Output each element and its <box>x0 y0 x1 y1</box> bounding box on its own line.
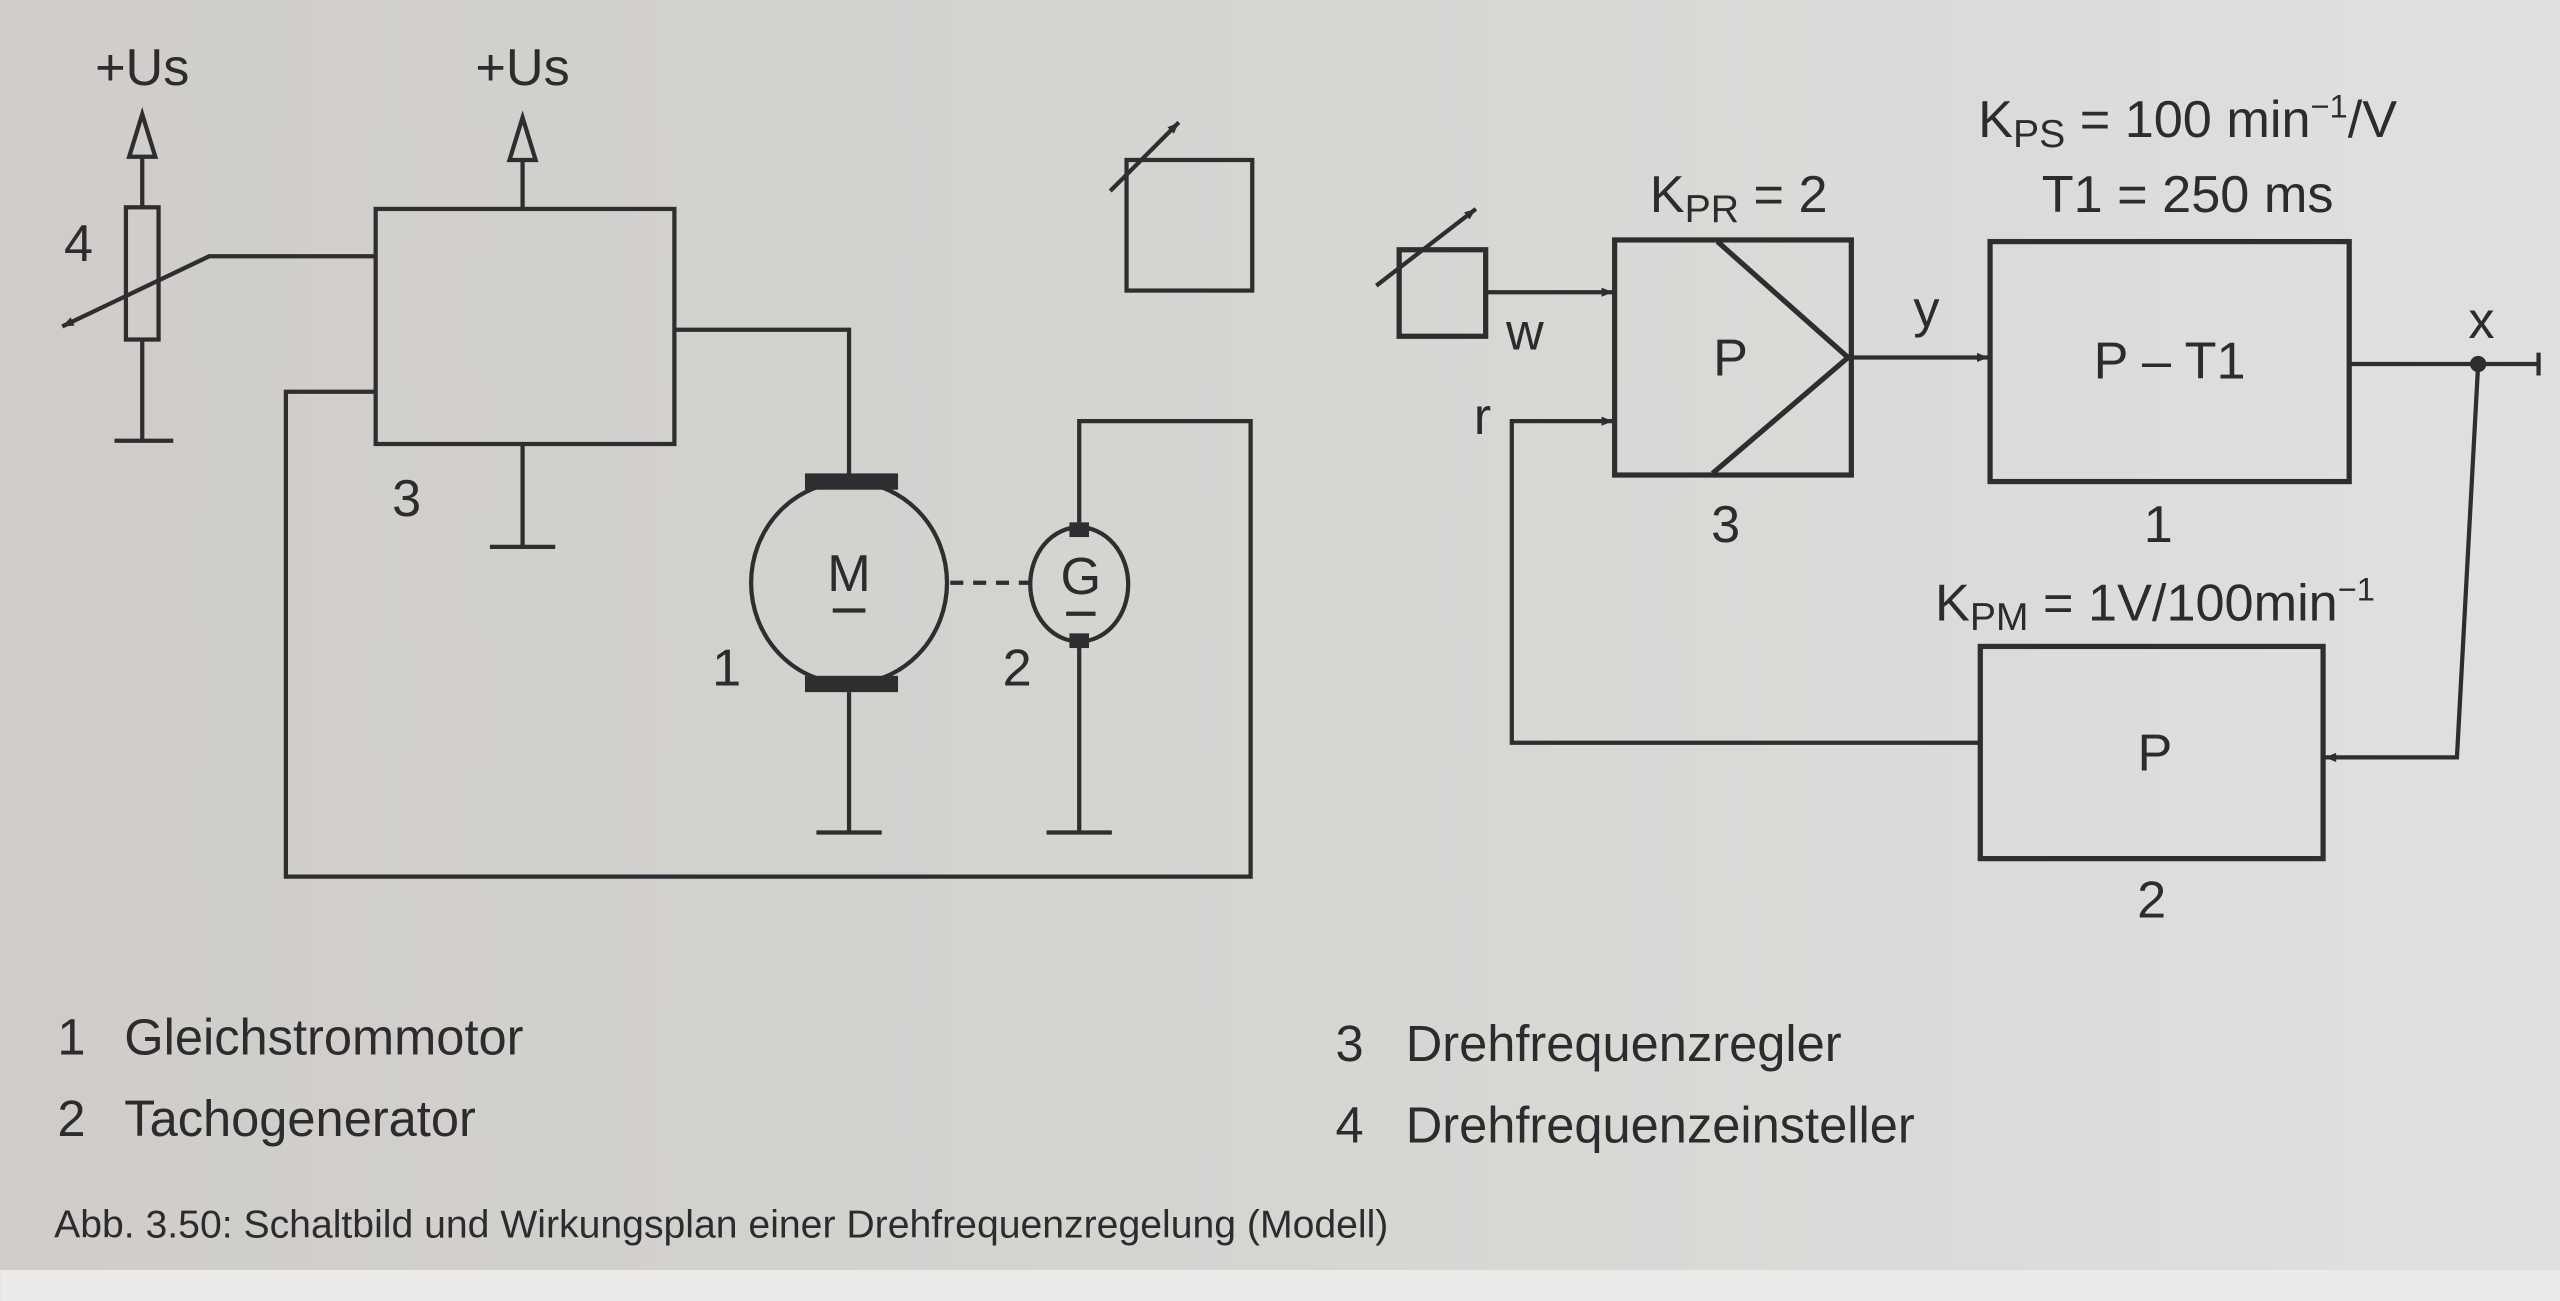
circuit-diagram: +Us +Us 4 3 M 1 G 2 <box>61 39 1255 879</box>
figure-caption: Abb. 3.50: Schaltbild und Wirkungsplan e… <box>54 1203 1388 1246</box>
legend-num-1: 1 <box>57 1009 85 1066</box>
y-label: y <box>1913 280 1939 338</box>
plant-block <box>1987 238 2352 485</box>
legend-text-3: Drehfrequenzregler <box>1406 1015 1842 1072</box>
legend-text-1: Gleichstrommotor <box>124 1009 523 1066</box>
plant-block-text: P – T1 <box>2094 333 2246 391</box>
motor-letter: M <box>827 545 871 603</box>
feedback-wire <box>283 389 1253 879</box>
potentiometer-wiper-arrow-icon <box>61 254 376 329</box>
controller-block-number: 3 <box>1711 496 1740 554</box>
sensor-block <box>1977 643 2326 862</box>
legend-text-2: Tachogenerator <box>124 1090 476 1147</box>
controller-block-text: P <box>1713 329 1748 387</box>
legend-num-4: 4 <box>1336 1097 1364 1154</box>
supply-label-left: +Us <box>95 39 189 97</box>
feedback-path <box>1509 416 1981 745</box>
generator-letter: G <box>1061 548 1102 606</box>
tacho-number: 2 <box>1003 640 1032 698</box>
branch-point <box>2469 355 2487 373</box>
legend: 1 Gleichstrommotor 2 Tachogenerator 3 Dr… <box>57 1009 1915 1154</box>
motor-brush-bottom <box>804 675 899 693</box>
sensor-gain: KPM = 1V/100min−1 <box>1935 571 2375 639</box>
legend-num-3: 3 <box>1336 1015 1364 1072</box>
sensor-block-text: P <box>2138 724 2173 782</box>
supply-arrow-right-icon <box>506 110 539 209</box>
supply-arrow-left-icon <box>126 107 159 208</box>
controller-number: 3 <box>392 470 421 528</box>
plant-gain: KPS = 100 min−1/V <box>1978 88 2397 156</box>
motor-brush-top <box>804 473 899 490</box>
potentiometer-number: 4 <box>64 215 93 273</box>
page-bottom-margin <box>0 1269 2560 1301</box>
block-diagram: w P KPR = 2 3 r y P – T1 KPS = 100 min−1… <box>1375 88 2541 929</box>
motor-number: 1 <box>712 640 741 698</box>
legend-num-2: 2 <box>57 1090 85 1147</box>
w-label: w <box>1505 303 1544 361</box>
setpoint-symbol-box <box>1124 157 1255 293</box>
x-label: x <box>2468 292 2494 350</box>
controller-gain: KPR = 2 <box>1650 166 1828 231</box>
plant-time-constant: T1 = 250 ms <box>2042 166 2334 224</box>
controller-box <box>373 206 677 447</box>
supply-label-right: +Us <box>475 39 569 97</box>
legend-text-4: Drehfrequenzeinsteller <box>1406 1097 1915 1154</box>
r-label: r <box>1474 388 1491 446</box>
sensor-block-number: 2 <box>2137 871 2166 929</box>
adjustable-arrow-icon <box>1108 120 1181 193</box>
plant-block-number: 1 <box>2144 496 2173 554</box>
setpoint-adjust-arrow-icon <box>1375 207 1478 288</box>
